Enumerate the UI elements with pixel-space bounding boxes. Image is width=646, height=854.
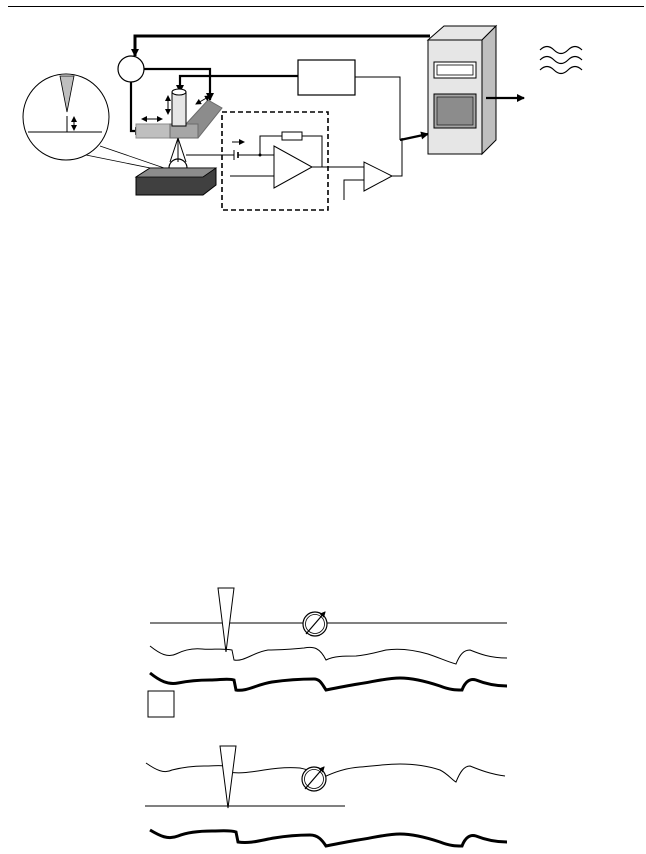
header-rule: [8, 6, 644, 7]
tip-beams: [168, 137, 188, 178]
computer: [426, 24, 525, 156]
comparator: [312, 131, 429, 200]
sample: [134, 167, 218, 196]
feedback-loop: [117, 34, 430, 135]
control-box: [297, 59, 356, 96]
piezo-scanner: [135, 88, 223, 139]
output-signal: [539, 45, 583, 75]
control-line: [355, 76, 401, 140]
mode-label-box: [147, 690, 175, 718]
feedback-resistor: [281, 131, 303, 141]
stm-schematic: [22, 24, 583, 211]
constant-current-mode: [145, 745, 508, 848]
probe-tip-zoom: [22, 73, 171, 173]
constant-height-mode: [147, 587, 508, 718]
ammeter-icon-2: [301, 766, 327, 792]
ammeter-icon: [302, 611, 328, 637]
feedback-node: [117, 55, 145, 83]
current-amplifier: [186, 111, 329, 211]
